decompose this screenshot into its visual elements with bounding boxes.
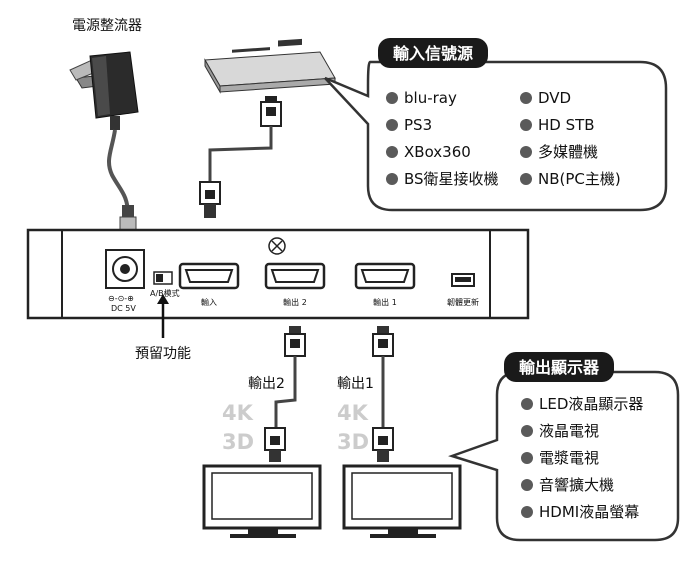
hdmi-output1-port[interactable] (354, 262, 416, 290)
hdmi-input-port[interactable] (178, 262, 240, 290)
output-display-item: 液晶電視 (539, 422, 599, 440)
bullet-icon (521, 506, 533, 518)
output-displays-title: 輸出顯示器 (519, 358, 600, 377)
input-sources-panel: 輸入信號源 (324, 38, 668, 212)
badge-3d-left: 3D (222, 430, 254, 454)
adapter-label: 電源整流器 (72, 18, 142, 34)
input-source-item: blu-ray (404, 89, 457, 107)
bullet-icon (520, 173, 532, 185)
bullet-icon (386, 146, 398, 158)
output-displays-title-bg (504, 352, 614, 382)
input-source-item: DVD (538, 89, 571, 107)
output1-cable (372, 326, 394, 462)
reserved-label: 預留功能 (135, 346, 191, 362)
monitor-left (202, 464, 322, 538)
badge-4k-left: 4K (222, 401, 254, 425)
bullet-icon (521, 479, 533, 491)
dc-label: DC 5V (111, 304, 136, 313)
bullet-icon (520, 119, 532, 131)
input-source-item: XBox360 (404, 143, 471, 161)
input-source-item: BS衛星接收機 (404, 170, 499, 188)
output2-cable (264, 326, 306, 462)
hdmi-output2-port[interactable] (264, 262, 326, 290)
output-displays-panel: 輸出顯示器 (448, 352, 680, 542)
input-source-item: 多媒體機 (538, 143, 598, 161)
out1-label: 輸出1 (337, 376, 374, 392)
usb-update-port[interactable] (451, 273, 475, 287)
dc-polarity-icon: ⊖-⊙-⊕ (108, 294, 134, 303)
monitor-right (342, 464, 462, 538)
port-input-label: 輸入 (201, 297, 217, 307)
output-display-item: HDMI液晶螢幕 (539, 503, 639, 521)
badge-4k-right: 4K (337, 401, 369, 425)
badge-3d-right: 3D (337, 430, 369, 454)
ab-label: A/B模式 (150, 288, 180, 298)
port-output2-label: 輸出 2 (283, 297, 307, 307)
bullet-icon (521, 425, 533, 437)
bullet-icon (520, 146, 532, 158)
input-source-item: PS3 (404, 116, 432, 134)
input-sources-list: blu-ray DVD PS3 HD STB XBox360 多媒體機 BS衛星接收機 NB(… (386, 89, 621, 188)
input-source-item: HD STB (538, 116, 595, 134)
bullet-icon (521, 398, 533, 410)
source-player (204, 38, 336, 94)
bullet-icon (386, 119, 398, 131)
output-display-item: 電漿電視 (539, 449, 599, 467)
input-cable (199, 96, 282, 218)
power-adapter (69, 51, 139, 242)
output-display-item: 音響擴大機 (539, 476, 614, 494)
bullet-icon (520, 92, 532, 104)
input-source-item: NB(PC主機) (538, 170, 621, 188)
bullet-icon (521, 452, 533, 464)
input-sources-title-bg (378, 38, 488, 68)
splitter-device: ⊖-⊙-⊕ DC 5V A/B模式 輸入 輸出 2 輸出 1 韌體更 (26, 228, 530, 320)
port-output1-label: 輸出 1 (373, 297, 397, 307)
bullet-icon (386, 173, 398, 185)
port-update-label: 韌體更新 (447, 297, 479, 307)
out2-label: 輸出2 (248, 376, 285, 392)
output-display-item: LED液晶顯示器 (539, 395, 643, 413)
reserved-pointer (157, 294, 169, 338)
bullet-icon (386, 92, 398, 104)
input-sources-title: 輸入信號源 (393, 44, 473, 63)
